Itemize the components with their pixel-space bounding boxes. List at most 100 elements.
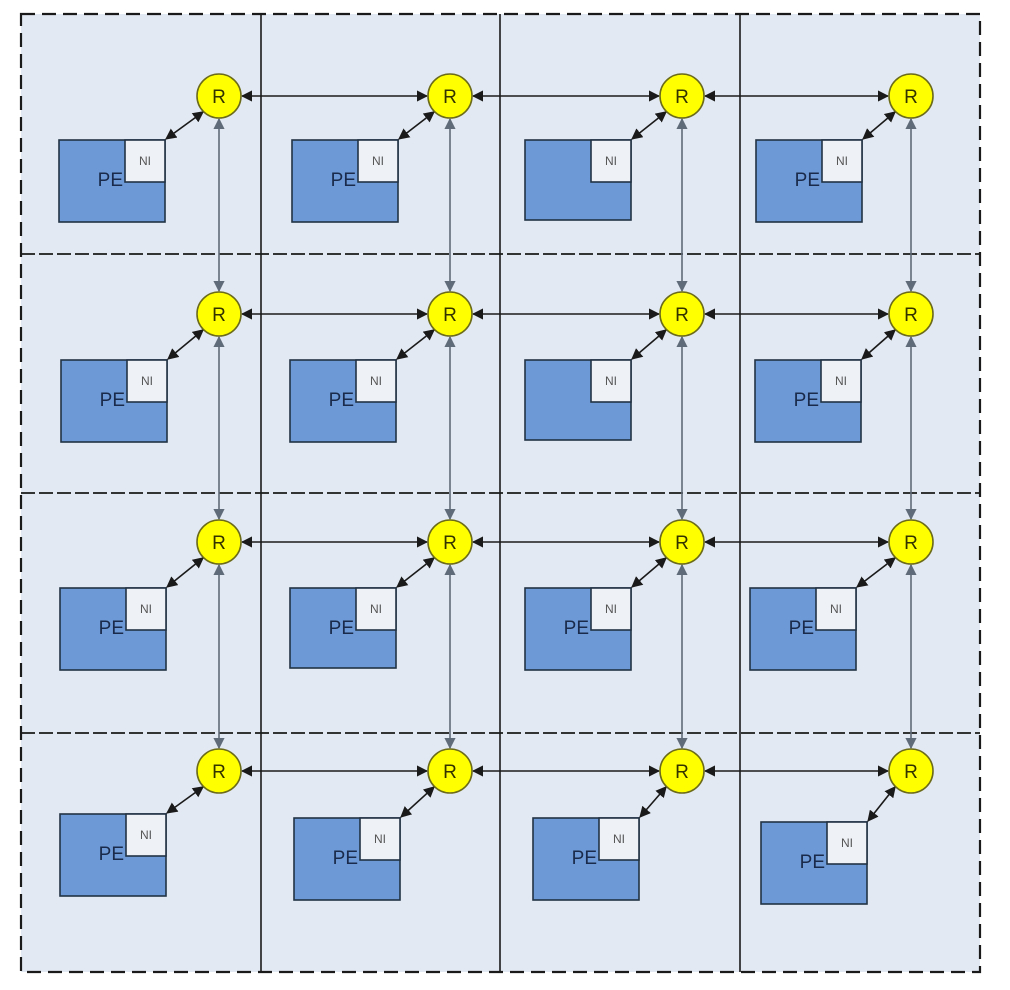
pe-label: PE [333, 848, 358, 869]
router-label: R [904, 762, 918, 783]
router[interactable] [888, 519, 934, 565]
router[interactable] [888, 73, 934, 119]
network-interface[interactable] [826, 821, 868, 865]
ni-label: NI [140, 602, 152, 616]
ni-label: NI [374, 832, 386, 846]
router[interactable] [659, 748, 705, 794]
ni-label: NI [613, 832, 625, 846]
pe-label: PE [794, 390, 819, 411]
ni-router-link [166, 557, 205, 588]
router-label: R [443, 533, 457, 554]
ni-router-link [631, 111, 668, 140]
router-label: R [675, 762, 689, 783]
ni-label: NI [370, 602, 382, 616]
router[interactable] [888, 748, 934, 794]
network-interface[interactable] [821, 139, 863, 183]
network-interface[interactable] [355, 587, 397, 631]
router-label: R [443, 762, 457, 783]
router-label: R [443, 87, 457, 108]
router[interactable] [196, 748, 242, 794]
router[interactable] [196, 291, 242, 337]
mesh-links [213, 90, 917, 777]
pe-label: PE [329, 390, 354, 411]
tile-r2-c1: NI PE R [289, 519, 473, 669]
router-label: R [212, 87, 226, 108]
tile-r3-c1: NI PE R [293, 748, 473, 901]
router[interactable] [196, 73, 242, 119]
ni-label: NI [835, 374, 847, 388]
router[interactable] [659, 519, 705, 565]
router[interactable] [659, 73, 705, 119]
pe-label: PE [572, 848, 597, 869]
network-interface[interactable] [125, 813, 167, 857]
ni-router-link [166, 786, 205, 814]
router[interactable] [427, 291, 473, 337]
ni-label: NI [605, 154, 617, 168]
tile-r1-c3: NI PE R [754, 291, 934, 443]
tile-dividers [21, 14, 980, 972]
pe-label: PE [795, 170, 820, 191]
router-label: R [443, 305, 457, 326]
network-interface[interactable] [820, 359, 862, 403]
network-interface[interactable] [590, 587, 632, 631]
tile-r0-c2: NI R [524, 73, 705, 221]
ni-label: NI [841, 836, 853, 850]
ni-router-link [400, 786, 435, 818]
network-interface[interactable] [125, 587, 167, 631]
router-label: R [675, 305, 689, 326]
network-interface[interactable] [598, 817, 640, 861]
router-label: R [904, 305, 918, 326]
router-label: R [904, 87, 918, 108]
pe-label: PE [564, 618, 589, 639]
router[interactable] [888, 291, 934, 337]
pe-label: PE [329, 618, 354, 639]
network-interface[interactable] [126, 359, 168, 403]
ni-label: NI [372, 154, 384, 168]
pe-label: PE [100, 390, 125, 411]
router-label: R [904, 533, 918, 554]
network-interface[interactable] [815, 587, 857, 631]
ni-router-link [396, 329, 436, 360]
router-label: R [675, 87, 689, 108]
network-interface[interactable] [359, 817, 401, 861]
pe-label: PE [98, 170, 123, 191]
ni-router-link [862, 111, 897, 140]
network-interface[interactable] [355, 359, 397, 403]
ni-label: NI [141, 374, 153, 388]
router-label: R [212, 533, 226, 554]
tile-r3-c2: NI PE R [532, 748, 705, 901]
pe-label: PE [789, 618, 814, 639]
ni-router-link [861, 329, 897, 360]
ni-label: NI [140, 828, 152, 842]
router[interactable] [659, 291, 705, 337]
network-interface[interactable] [124, 139, 166, 183]
router[interactable] [427, 73, 473, 119]
router[interactable] [427, 748, 473, 794]
tile-r1-c2: NIR [524, 291, 705, 441]
ni-label: NI [605, 602, 617, 616]
ni-router-link [396, 557, 436, 588]
tile-r0-c1: NI PE R [291, 73, 473, 223]
pe-label: PE [331, 170, 356, 191]
ni-label: NI [370, 374, 382, 388]
network-interface[interactable] [357, 139, 399, 183]
pe-label: PE [99, 844, 124, 865]
router[interactable] [196, 519, 242, 565]
ni-router-link [867, 785, 896, 822]
tiles: NI PE R NI PE R NI R NI PE R NI PE R NI PE R NI R NI PE R NI PE… [58, 73, 934, 905]
mesh-outer-border [19, 12, 982, 974]
ni-router-link [856, 557, 897, 588]
router[interactable] [427, 519, 473, 565]
router-label: R [212, 762, 226, 783]
ni-router-link [167, 329, 205, 360]
network-interface[interactable] [590, 139, 632, 183]
network-interface[interactable] [590, 359, 632, 403]
